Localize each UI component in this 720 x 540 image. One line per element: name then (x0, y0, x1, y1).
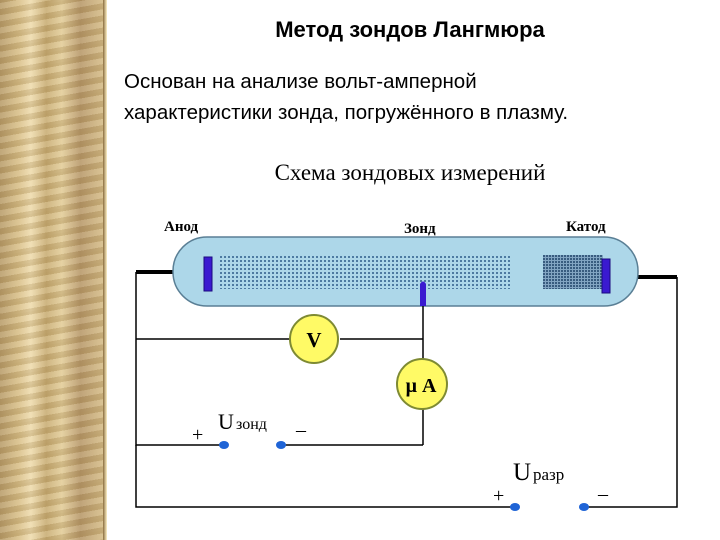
probe-tip (420, 281, 426, 306)
lead-paragraph: Основан на анализе вольт-амперной характ… (124, 66, 714, 128)
ammeter (396, 358, 448, 410)
discharge-source-terminal-plus (510, 503, 520, 511)
discharge-source-letter: U (513, 459, 531, 486)
probe-source-subscript: зонд (236, 416, 267, 433)
probe-source-minus: – (295, 419, 307, 441)
slide-title: Метод зондов Лангмюра (275, 17, 545, 42)
probe-source-terminal-plus (219, 441, 229, 449)
ammeter-label: μ A (406, 375, 437, 397)
probe-source-terminal-minus (276, 441, 286, 449)
discharge-source-subscript: разр (533, 465, 564, 484)
probe-source-letter: U (218, 409, 234, 434)
cathode-label: Катод (566, 219, 606, 235)
anode-label: Анод (164, 219, 199, 235)
cathode-glow-region (543, 255, 603, 289)
voltmeter-label: V (306, 328, 321, 352)
discharge-left-wire (135, 445, 513, 508)
diagram-title: Схема зондовых измерений (274, 160, 546, 185)
probe-source-plus: + (192, 424, 203, 446)
lead-line-2: характеристики зонда, погружённого в пла… (124, 101, 569, 124)
cathode-electrode (601, 258, 611, 294)
voltmeter (289, 314, 339, 364)
plasma-region (219, 255, 511, 289)
decorative-sidebar (0, 0, 103, 540)
lead-line-1: Основан на анализе вольт-амперной (124, 70, 477, 93)
probe-label: Зонд (404, 221, 436, 237)
discharge-source-minus: – (597, 483, 609, 505)
sidebar-edge (103, 0, 107, 540)
cathode-right-wire (586, 277, 678, 508)
discharge-source-plus: + (493, 485, 504, 507)
discharge-source-terminal-minus (579, 503, 589, 511)
anode-electrode (203, 256, 213, 292)
